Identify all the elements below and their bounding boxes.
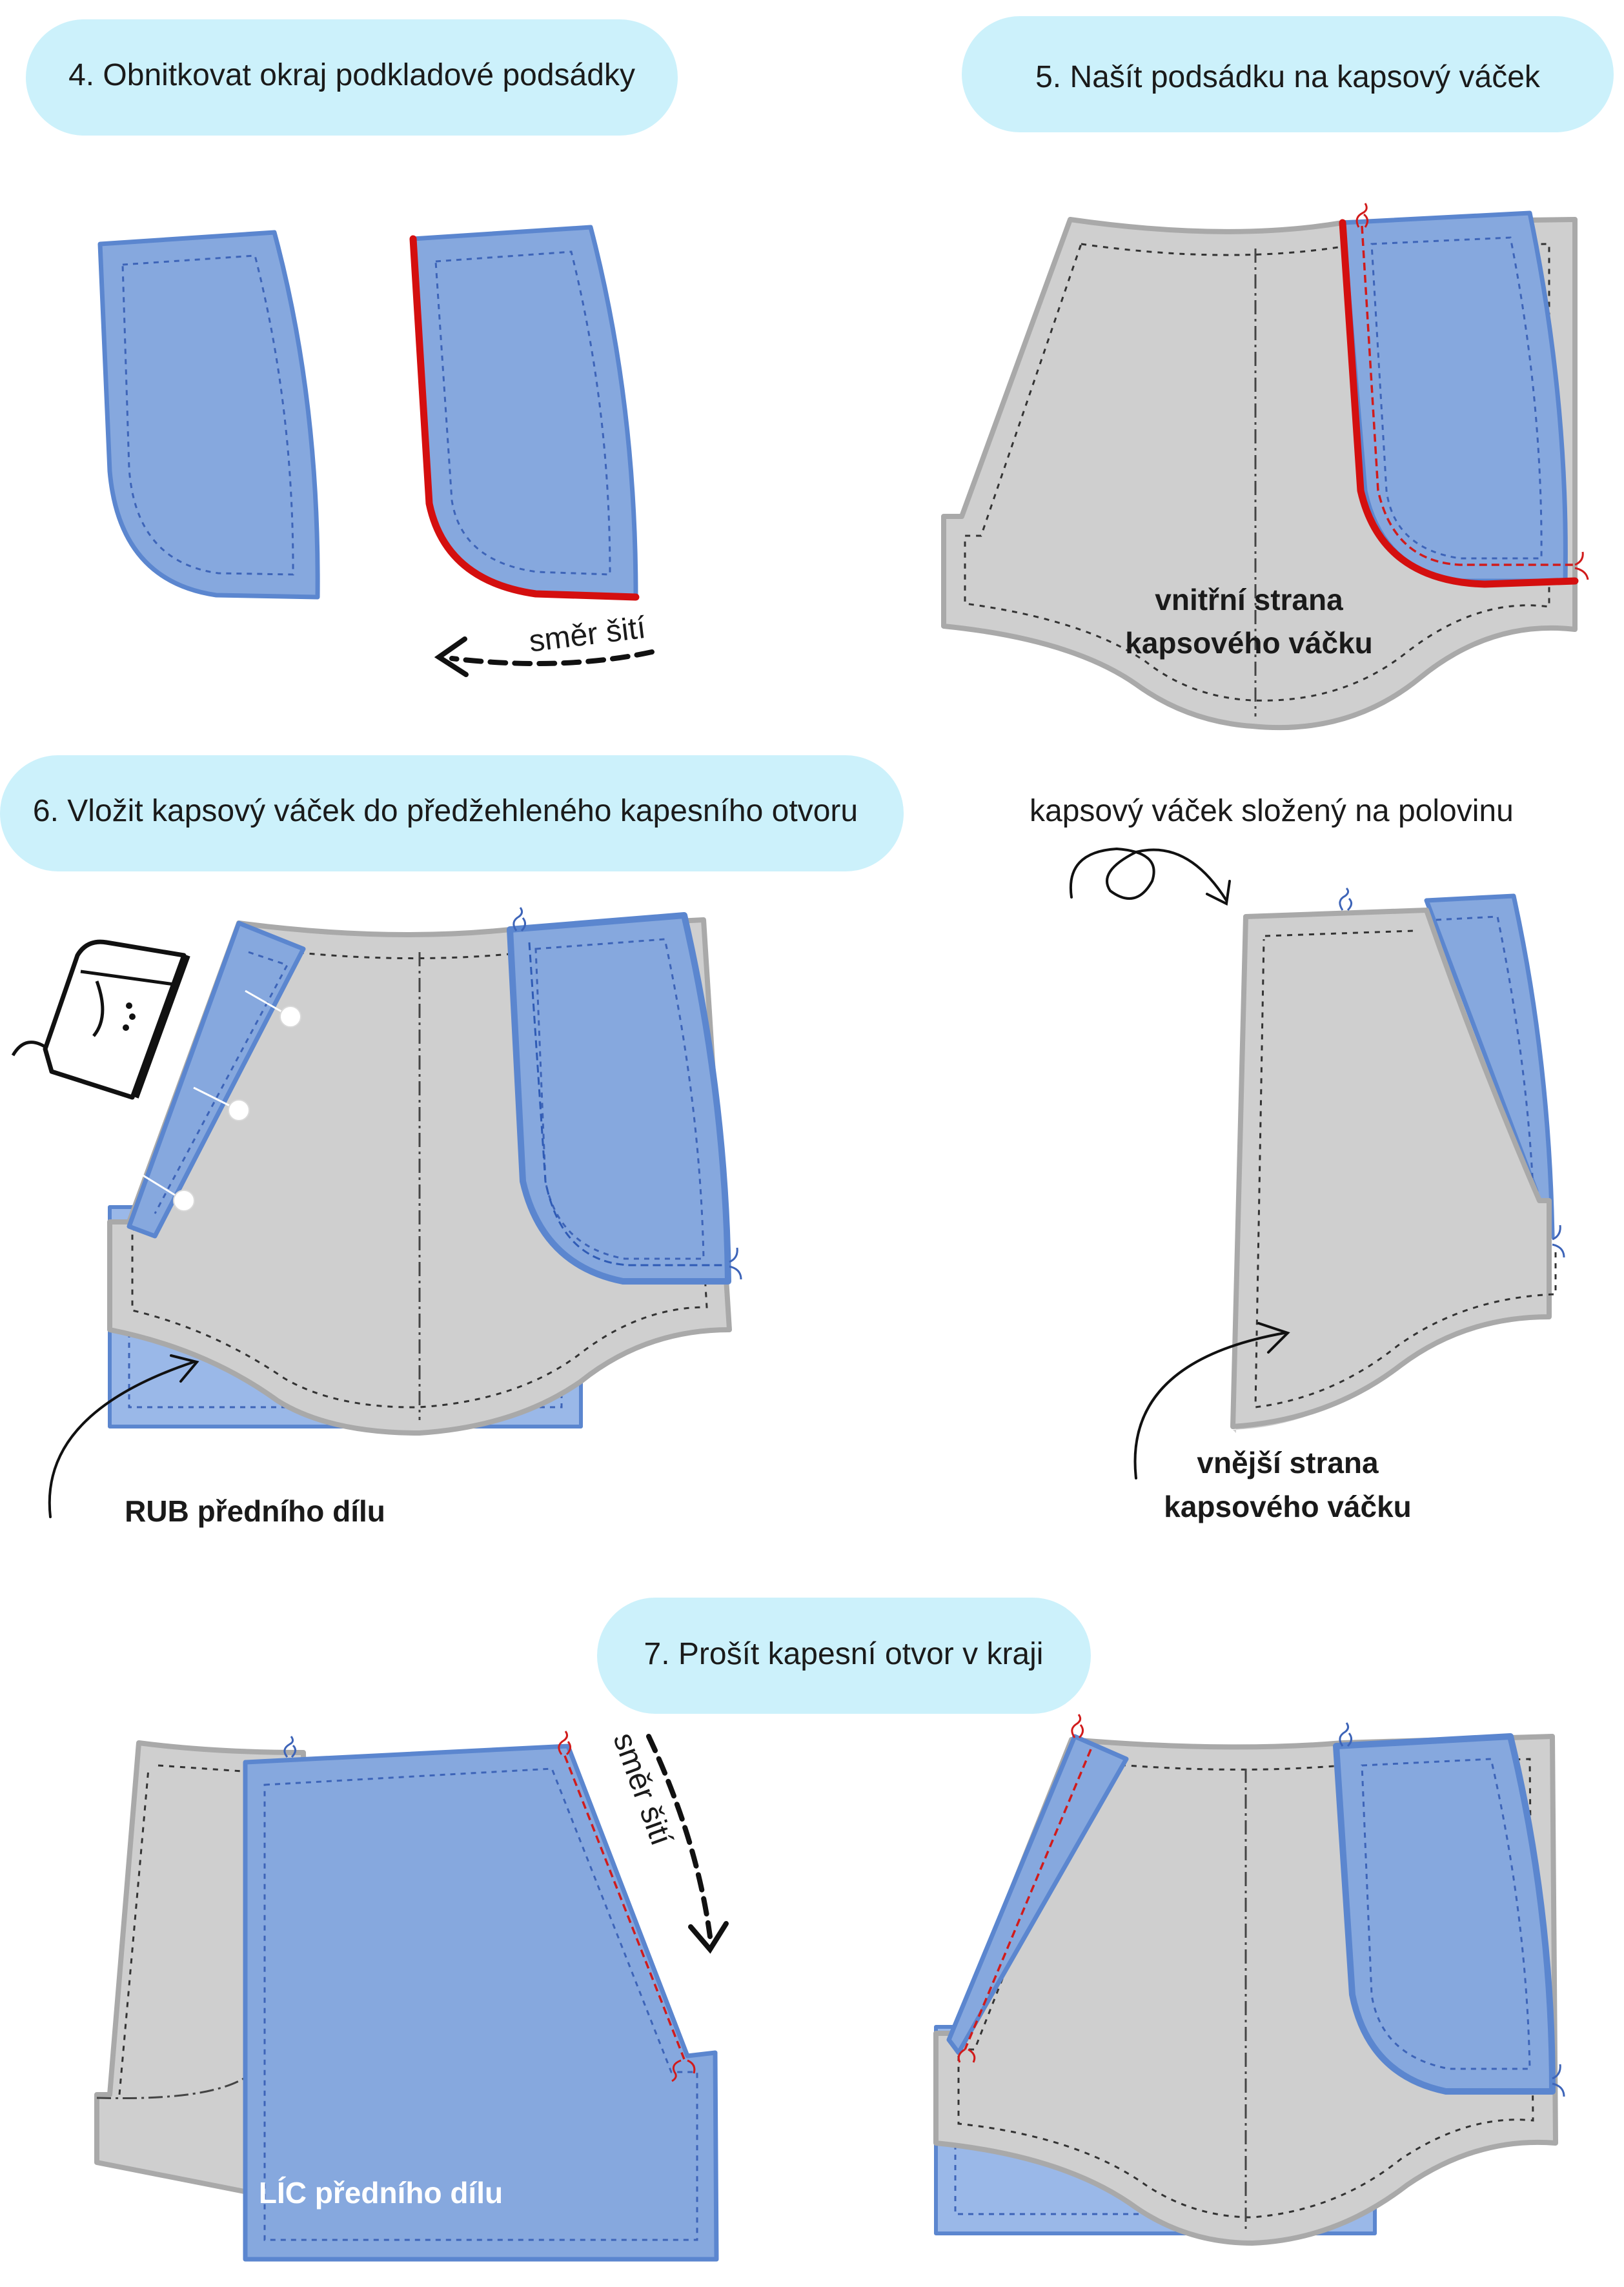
arrow-icon [1133, 1332, 1286, 1479]
iron-icon [11, 939, 190, 1100]
sewing-direction-label-2: směr šití [606, 1728, 678, 1850]
step5-panel: 5. Našít podsádku na kapsový váček vnitř… [941, 16, 1614, 731]
thread-end-icon [513, 907, 526, 932]
inner-side-label-1: vnitřní strana [1155, 583, 1343, 616]
thread-end-icon [1339, 887, 1352, 911]
facing-on-bag-step5 [1339, 203, 1589, 588]
thread-end-icon [1071, 1714, 1084, 1739]
arrow-icon [449, 649, 655, 666]
thread-end-icon [1355, 203, 1368, 228]
inner-side-label-2: kapsového váčku [1125, 626, 1373, 660]
outer-side-label-1: vnější strana [1197, 1446, 1379, 1479]
stitched-pocket-figure [933, 1714, 1565, 2246]
pin-icon [193, 1086, 250, 1121]
folded-bag-panel: kapsový váček složený na polovinu vnější… [1030, 794, 1565, 1523]
outer-side-label-2: kapsového váčku [1164, 1490, 1412, 1523]
step4-panel: 4. Obnitkovat okraj podkladové podsádky … [26, 19, 678, 677]
step6-panel: 6. Vložit kapsový váček do předžehleného… [0, 755, 904, 1528]
front-right-side-figure: LÍC předního dílu [94, 1731, 719, 2262]
step6-pill [0, 755, 904, 871]
step7-panel: 7. Prošít kapesní otvor v kraji LÍC před… [94, 1598, 1565, 2262]
step7-pill [597, 1598, 1091, 1714]
step5-pill [962, 16, 1614, 132]
facing-piece-right-overlocked [409, 225, 640, 601]
sewing-direction-label-1: směr šití [527, 611, 648, 659]
arrow-icon [48, 1361, 195, 1518]
step4-title: 4. Obnitkovat okraj podkladové podsádky [68, 58, 635, 92]
overlock-edge-step5 [1339, 219, 1579, 588]
arrow-icon [646, 1734, 713, 1939]
overlock-edge [409, 235, 640, 601]
wrong-side-label: RUB předního dílu [125, 1494, 385, 1528]
step5-title: 5. Našít podsádku na kapsový váček [1035, 60, 1541, 94]
step6-title: 6. Vložit kapsový váček do předžehleného… [33, 794, 858, 828]
facing-on-bag-step6 [507, 907, 742, 1285]
pin-icon [245, 990, 301, 1028]
right-side-label: LÍC předního dílu [259, 2176, 503, 2210]
facing-piece-left [97, 230, 320, 600]
step7-title: 7. Prošít kapesní otvor v kraji [644, 1637, 1044, 1671]
step4-pill [26, 19, 678, 136]
pin-icon [141, 1174, 195, 1212]
folded-note: kapsový váček složený na polovinu [1030, 794, 1514, 828]
pressed-opening-facing [127, 920, 306, 1239]
folded-pocket-bag [1230, 887, 1565, 1433]
arrow-icon [1069, 847, 1228, 902]
thread-end-icon [558, 1731, 571, 1756]
